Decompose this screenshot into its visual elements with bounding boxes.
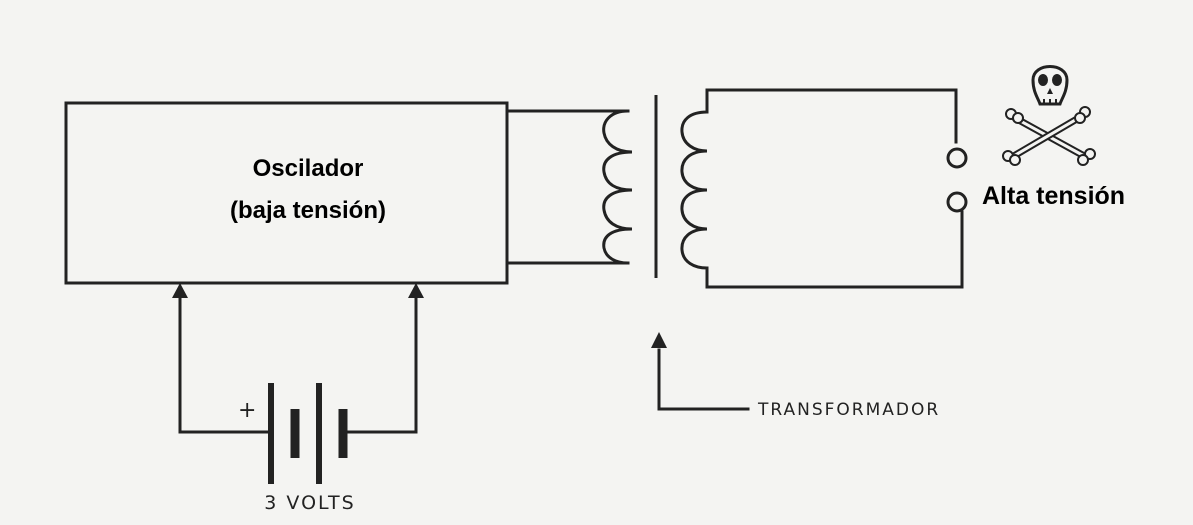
terminal-top xyxy=(946,147,968,169)
battery-voltage-label: 3 VOLTS xyxy=(264,492,355,514)
oscillator-box xyxy=(64,101,509,285)
skull-and-crossbones-icon xyxy=(1002,65,1096,166)
output-terminals xyxy=(946,147,968,213)
supply-wires xyxy=(178,293,418,434)
primary-wires xyxy=(505,109,630,265)
high-voltage-label: Alta tensión xyxy=(982,182,1125,210)
transformer-pointer-arrow xyxy=(651,332,667,348)
oscillator-block: Oscilador (baja tensión) xyxy=(64,101,509,285)
oscillator-subtitle: (baja tensión) xyxy=(230,197,386,224)
supply-arrow-right xyxy=(408,283,424,298)
secondary-wires xyxy=(705,88,964,289)
oscillator-title: Oscilador xyxy=(253,155,364,182)
secondary-coil xyxy=(680,88,709,289)
battery-symbol xyxy=(268,383,348,484)
supply-arrow-left xyxy=(172,283,188,298)
transformer-pointer xyxy=(651,332,750,411)
battery-plus-sign: + xyxy=(238,398,258,423)
primary-coil xyxy=(602,109,633,265)
terminal-bottom xyxy=(946,191,968,213)
transformer-label: TRANSFORMADOR xyxy=(757,400,940,420)
